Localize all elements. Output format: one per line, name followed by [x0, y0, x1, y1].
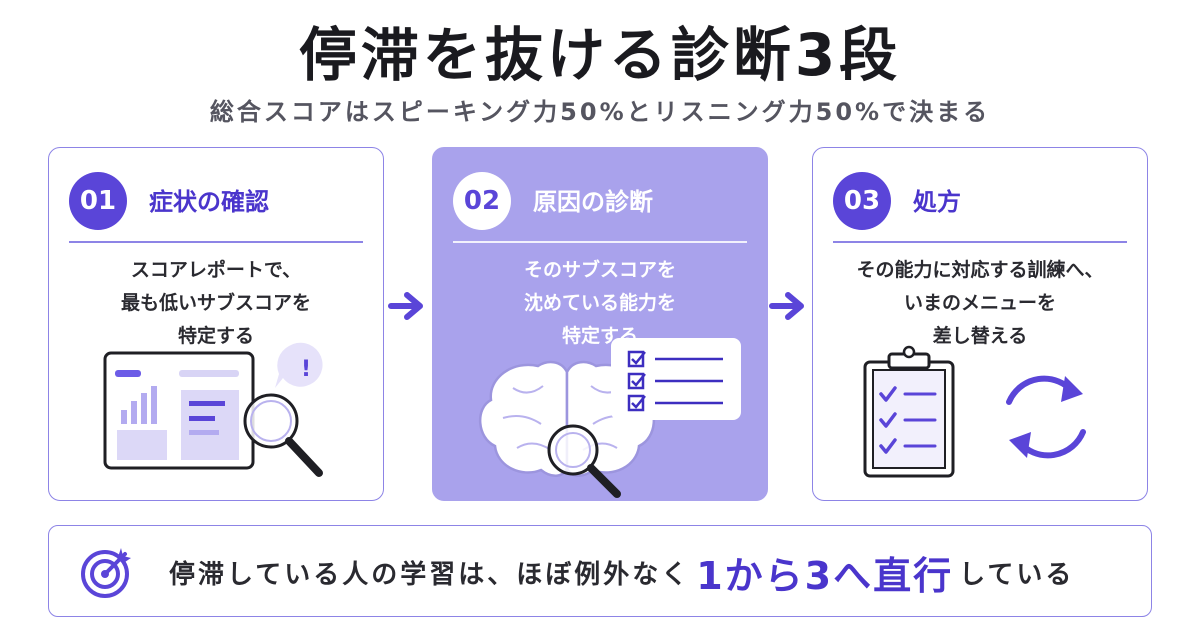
divider: [69, 241, 363, 243]
desc-line: 特定する: [177, 325, 254, 347]
alert-mark: !: [301, 357, 311, 382]
step-number-badge: 03: [833, 172, 891, 230]
step-title: 原因の診断: [533, 188, 653, 216]
brain-checklist-icon: [478, 338, 741, 498]
step-description: その能力に対応する訓練へ、 いまのメニューを 差し替える: [823, 254, 1137, 353]
step-number-badge: 01: [69, 172, 127, 230]
summary-prefix: 停滞している人の学習は、ほぼ例外なく: [169, 559, 691, 590]
step-card-2: 02 原因の診断 そのサブスコアを 沈めている能力を 特定する: [432, 147, 768, 501]
page-title: 停滞を抜ける診断3段: [298, 21, 902, 89]
step-description: そのサブスコアを 沈めている能力を 特定する: [443, 254, 757, 353]
divider: [453, 241, 747, 243]
arrow-right-icon: [769, 292, 804, 320]
step-title: 症状の確認: [149, 188, 269, 216]
desc-line: 最も低いサブスコアを: [120, 292, 311, 314]
step-description: スコアレポートで、 最も低いサブスコアを 特定する: [59, 254, 373, 353]
divider: [833, 241, 1127, 243]
desc-line: その能力に対応する訓練へ、: [856, 259, 1104, 281]
target-icon: [81, 548, 131, 598]
arrow-right-icon: [388, 292, 423, 320]
desc-line: 差し替える: [932, 325, 1028, 347]
report-magnifier-icon: !: [103, 342, 323, 477]
summary-suffix: している: [959, 559, 1075, 590]
desc-line: そのサブスコアを: [523, 259, 676, 281]
step-number-badge: 02: [453, 172, 511, 230]
step-title: 処方: [913, 188, 961, 216]
desc-line: いまのメニューを: [903, 292, 1056, 314]
summary-emphasis: 1から3へ直行: [696, 553, 954, 598]
summary-text: 停滞している人の学習は、ほぼ例外なく 1から3へ直行 している: [169, 526, 1074, 618]
desc-line: スコアレポートで、: [130, 259, 302, 281]
desc-line: 沈めている能力を: [523, 292, 676, 314]
clipboard-refresh-icon: [863, 345, 1086, 478]
step-card-1: 01 症状の確認 スコアレポートで、 最も低いサブスコアを 特定する !: [48, 147, 384, 501]
step-card-3: 03 処方 その能力に対応する訓練へ、 いまのメニューを 差し替える: [812, 147, 1148, 501]
summary-banner: 停滞している人の学習は、ほぼ例外なく 1から3へ直行 している: [48, 525, 1152, 617]
page-subtitle: 総合スコアはスピーキング力50%とリスニング力50%で決まる: [209, 98, 991, 126]
